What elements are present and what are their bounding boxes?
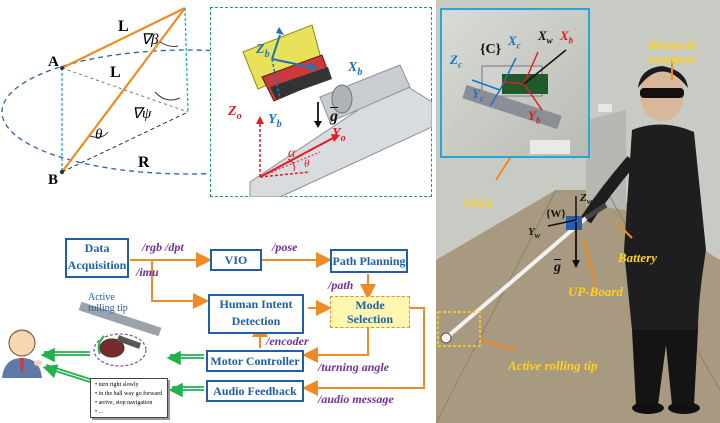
photo-panel: Xc Xw Xb Zc {C} Yc Yb Bluetooth earphone… — [436, 0, 720, 423]
up-board-label: UP-Board — [568, 284, 623, 299]
cane-zb-label: Zb — [256, 42, 270, 60]
active-tip-label: Active rolling tip — [508, 358, 598, 373]
user-head — [8, 329, 36, 357]
tip-highlight-box — [437, 311, 481, 347]
label-path: /path — [328, 278, 354, 292]
photo-w-frame-label: {W} — [546, 208, 566, 220]
photo-xb-label: Xb — [560, 28, 574, 46]
photo-zc-label: Zc — [450, 52, 462, 70]
theta-arc — [89, 131, 109, 138]
person-jacket — [624, 124, 706, 330]
edge-l-top-label: L — [118, 18, 129, 35]
person-pants — [632, 330, 698, 405]
base-ellipse — [1, 49, 215, 175]
label-pose: /pose — [272, 240, 298, 254]
black-bracket — [270, 67, 332, 99]
message-item-2: • in the hall way go forward — [95, 391, 163, 397]
vio-box: VIO — [210, 249, 262, 271]
axis-dotted — [184, 7, 189, 113]
photo-gravity-label: g — [554, 260, 561, 275]
label-encoder: /encoder — [266, 334, 309, 348]
tip-cane-shaft — [78, 301, 162, 337]
mode-selection-box: Mode Selection — [330, 296, 410, 328]
cane-diagram — [242, 24, 432, 197]
cane — [444, 216, 588, 340]
point-b-label: B — [48, 172, 59, 188]
label-audio-message: /audio message — [318, 392, 394, 406]
cane-zo-label: Zo — [228, 104, 242, 122]
angle-psi-label: ∇ψ — [132, 106, 152, 122]
rolling-ball — [99, 338, 125, 358]
tip-highlight — [93, 333, 147, 367]
battery-label: Battery — [618, 250, 657, 265]
point-a-label: A — [48, 54, 59, 70]
bluetooth-label: Bluetooth earphone — [648, 38, 697, 66]
cane-yb-label: Yb — [268, 112, 282, 130]
radius-line — [61, 111, 189, 173]
label-turning-angle: /turning angle — [318, 360, 390, 374]
beta-arc — [159, 41, 179, 47]
label-imu: /imu — [136, 265, 159, 279]
photo-xw-label: Xw — [538, 28, 553, 46]
flow-arrows — [2, 252, 425, 398]
psi-arc — [154, 91, 181, 101]
cane-alpha-label: α — [288, 146, 296, 161]
geometry-diagram — [1, 7, 215, 175]
photo-yw-label: Yw — [528, 226, 541, 241]
photo-zw-label: Zw — [580, 192, 593, 207]
edge-l-mid-label: L — [110, 64, 121, 81]
photo-xc-label: Xc — [508, 33, 521, 51]
blindfold — [640, 88, 684, 98]
edge-a-top — [61, 7, 186, 69]
audio-feedback-box: Audio Feedback — [206, 380, 304, 402]
vins-label: VINS — [462, 196, 493, 211]
message-item-1: • turn right slowly — [95, 382, 139, 388]
vins-inset — [440, 8, 590, 158]
dotted-a-center — [61, 67, 189, 113]
photo-yb-label: Yb — [528, 108, 541, 126]
data-acquisition-box: Data Acquisition — [65, 238, 129, 278]
radius-label: R — [138, 154, 150, 171]
label-rgb-dpt: /rgb /dpt — [142, 240, 184, 254]
up-board — [566, 216, 582, 230]
motor-controller-box: Motor Controller — [206, 350, 304, 372]
human-intent-box: Human Intent Detection — [208, 294, 304, 334]
edge-b-top — [61, 7, 186, 173]
message-item-3: • arrive, stop navigation — [95, 400, 153, 406]
rolling-tip — [440, 332, 452, 344]
angle-beta-label: ∇β — [141, 32, 159, 48]
cane-gravity-label: g — [330, 108, 338, 125]
cane-xb-label: Xb — [348, 60, 363, 78]
cane-theta-label: θ — [304, 158, 310, 170]
path-planning-box: Path Planning — [330, 249, 408, 273]
cane-yo-label: Yo — [332, 126, 346, 144]
photo-c-frame-label: {C} — [480, 42, 502, 57]
photo-yc-label: Yc — [472, 86, 484, 104]
tip-label: Active rolling tip — [88, 292, 128, 314]
angle-theta-label: θ — [95, 127, 103, 143]
message-list-box: • turn right slowly • in the hall way go… — [90, 378, 168, 418]
message-item-4: • ... — [95, 409, 104, 415]
